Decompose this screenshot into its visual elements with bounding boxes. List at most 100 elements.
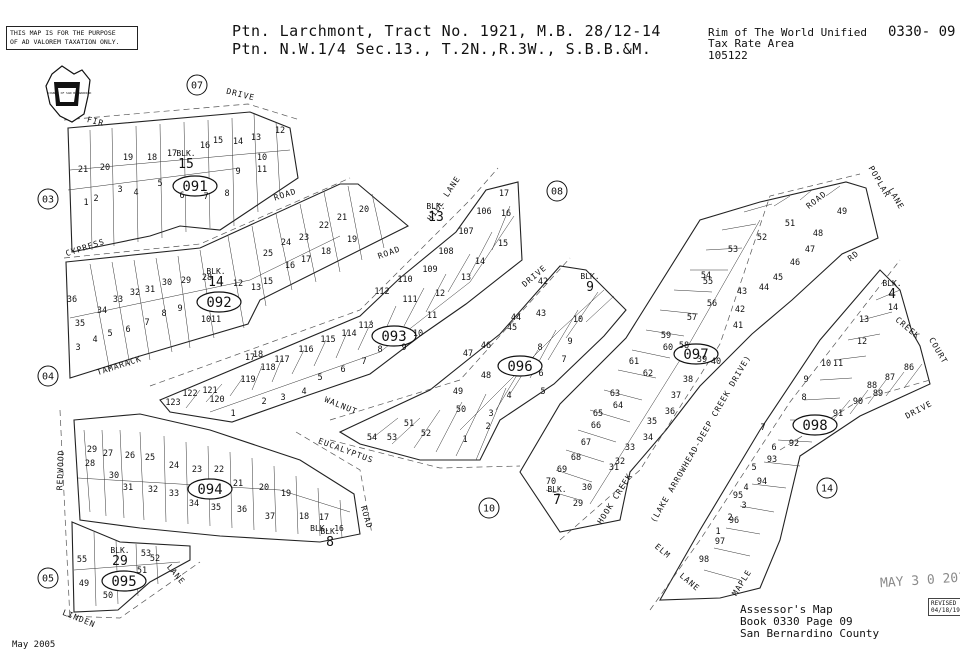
parcel-number: 30 <box>582 483 592 493</box>
parcel-number: 119 <box>240 375 255 385</box>
parcel-number: 52 <box>150 554 160 564</box>
block-number: 13 <box>428 210 444 225</box>
parcel-number: 53 <box>728 245 738 255</box>
parcel-number: 55 <box>77 555 87 565</box>
parcel-number: 95 <box>733 491 743 501</box>
block-prefix: BLK. <box>580 272 599 281</box>
parcel-number: 20 <box>259 483 269 493</box>
block-prefix: BLK. <box>176 149 195 158</box>
block-prefix: BLK. <box>882 279 901 288</box>
parcel-number: 7 <box>203 192 208 202</box>
parcel-number: 6 <box>125 325 130 335</box>
block-prefix: BLK. <box>110 546 129 555</box>
parcel-number: 50 <box>103 591 113 601</box>
map-page-oval <box>196 291 242 313</box>
adjacent-page-circle <box>546 180 568 202</box>
notice-line-2: OF AD VALOREM TAXATION ONLY. <box>10 38 120 46</box>
road-name: CYPRESS <box>64 237 106 258</box>
block-15-outline <box>67 111 299 253</box>
parcel-number: 15 <box>213 136 223 146</box>
parcel-number: 5 <box>157 179 162 189</box>
parcel-number: 28 <box>85 459 95 469</box>
road-name: POPLAR <box>867 164 892 199</box>
block-number: 9 <box>586 280 594 295</box>
map-page-oval <box>187 478 233 500</box>
road-name: WALNUT <box>323 395 359 416</box>
adjacent-page-04: 04 <box>37 365 59 387</box>
map-page-098: 098 <box>792 414 838 436</box>
parcel-number: 8 <box>377 345 382 355</box>
parcel-number: 5 <box>540 387 545 397</box>
block-label: BLK.14 <box>206 267 225 290</box>
parcel-number: 8 <box>161 309 166 319</box>
parcel-number: 37 <box>265 512 275 522</box>
adjacent-page-14: 14 <box>816 477 838 499</box>
road-name: ROAD <box>377 244 402 260</box>
parcel-number: 14 <box>475 257 485 267</box>
parcel-number: 86 <box>904 363 914 373</box>
map-page-label: 091 <box>182 179 207 195</box>
parcel-number: 11 <box>211 315 221 325</box>
block-number: 4 <box>888 287 896 302</box>
parcel-number: 59 <box>661 331 671 341</box>
road-name: ROAD <box>805 189 829 210</box>
parcel-number: 112 <box>374 287 389 297</box>
road-name: ELM <box>653 542 672 560</box>
parcel-number: 30 <box>162 278 172 288</box>
parcel-number: 10 <box>201 315 211 325</box>
parcel-number: 53 <box>141 549 151 559</box>
parcel-number: 5 <box>751 463 756 473</box>
parcel-number: 12 <box>435 289 445 299</box>
map-page-oval <box>101 570 147 592</box>
parcel-number: 9 <box>567 337 572 347</box>
parcel-number: 9 <box>177 304 182 314</box>
parcel-number: 28 <box>202 273 212 283</box>
parcel-number: 16 <box>501 209 511 219</box>
parcel-number: 31 <box>609 463 619 473</box>
adjacent-page-07: 07 <box>186 74 208 96</box>
district-name: Rim of The World Unified <box>708 26 867 39</box>
parcel-number: 43 <box>536 309 546 319</box>
road-name: DRIVE <box>904 399 934 421</box>
parcel-number: 31 <box>145 285 155 295</box>
map-title-line-1: Ptn. Larchmont, Tract No. 1921, M.B. 28/… <box>232 22 661 40</box>
map-page-label: 095 <box>111 574 136 590</box>
parcel-number: 34 <box>189 499 199 509</box>
parcel-number: 53 <box>387 433 397 443</box>
parcel-number: 36 <box>67 295 77 305</box>
block-prefix: BLK. <box>426 202 445 211</box>
parcel-number: 7 <box>561 355 566 365</box>
parcel-number: 106 <box>476 207 491 217</box>
parcel-number: 12 <box>233 279 243 289</box>
map-page-label: 096 <box>507 359 532 375</box>
parcel-number: 22 <box>214 465 224 475</box>
adjacent-page-circle <box>37 188 59 210</box>
map-page-096: 096 <box>497 355 543 377</box>
parcel-number: 115 <box>320 335 335 345</box>
footer-county: San Bernardino County <box>740 627 880 640</box>
parcel-number: 11 <box>257 165 267 175</box>
parcel-number: 25 <box>263 249 273 259</box>
road-name: ROAD <box>359 505 374 530</box>
parcel-number: 113 <box>358 321 373 331</box>
parcel-number: 16 <box>200 141 210 151</box>
parcel-number: 122 <box>182 389 197 399</box>
parcel-number: 2 <box>485 422 490 432</box>
parcel-number: 110 <box>397 275 412 285</box>
road-name: LANE <box>678 571 702 593</box>
block-13-outline <box>159 181 523 423</box>
map-page-oval <box>792 414 838 436</box>
adjacent-page-label: 05 <box>42 574 54 585</box>
map-page-label: 097 <box>683 347 708 363</box>
block-label: BLK.9 <box>580 272 599 295</box>
county-seal: COUNTY OF SAN BERNARDINO <box>45 65 92 123</box>
parcel-number: 91 <box>833 409 843 419</box>
map-page-label: 092 <box>206 295 231 311</box>
parcel-number: 35 <box>211 503 221 513</box>
parcel-number: 5 <box>107 329 112 339</box>
parcel-number: 47 <box>463 349 473 359</box>
parcel-number: 62 <box>643 369 653 379</box>
parcel-number: 29 <box>573 499 583 509</box>
parcel-number: 121 <box>202 386 217 396</box>
map-page-097: 097 <box>673 343 719 365</box>
